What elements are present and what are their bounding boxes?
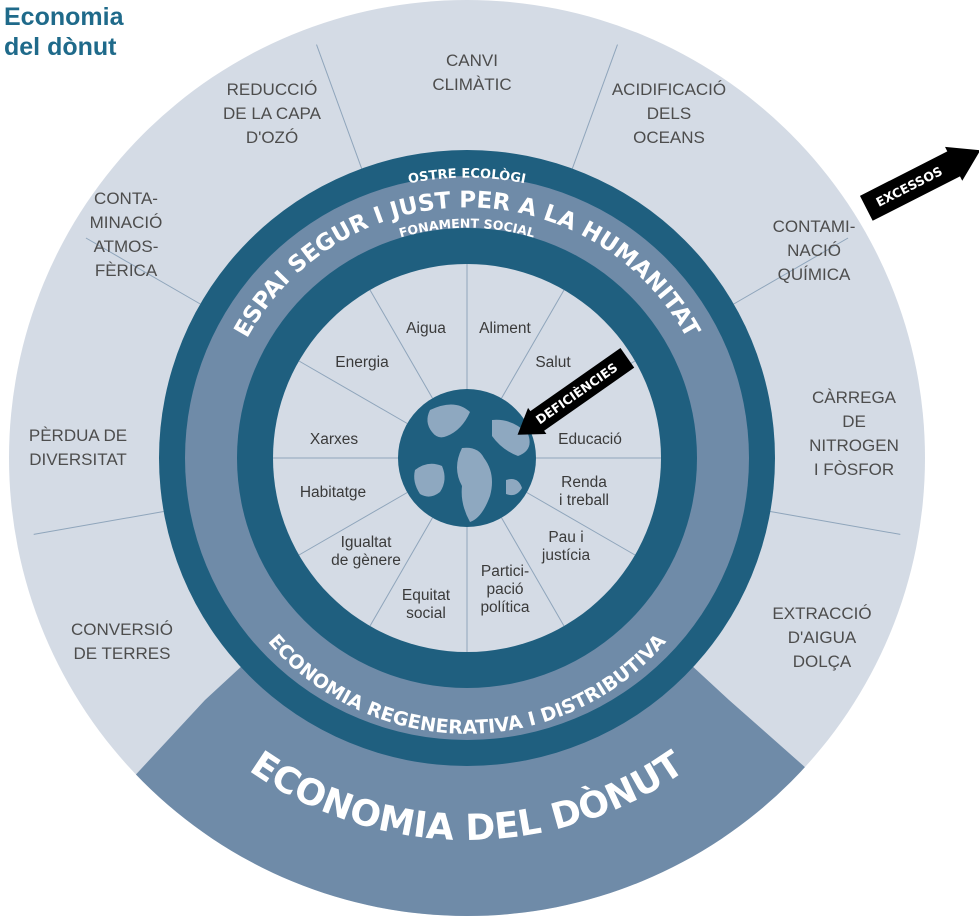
ceiling-label-biodiversity: PÈRDUA DE DIVERSITAT bbox=[29, 426, 127, 469]
ceiling-label-air-line: MINACIÓ bbox=[90, 213, 163, 232]
page-title: Economia del dònut bbox=[4, 2, 123, 62]
divider-line bbox=[33, 510, 164, 535]
foundation-label-income-line: Renda bbox=[561, 474, 607, 491]
foundation-label-income-line: i treball bbox=[559, 492, 609, 509]
ceiling-label-freshwater: EXTRACCIÓ D'AIGUA DOLÇA bbox=[772, 604, 871, 671]
ceiling-label-ocean-line: OCEANS bbox=[633, 128, 705, 147]
ecological-ceiling-labels: CANVI CLIMÀTIC ACIDIFICACIÓ DELS OCEANS CONTA… bbox=[29, 51, 899, 671]
ceiling-label-nitrogen: CÀRREGA DE NITROGEN I FÒSFOR bbox=[809, 388, 899, 479]
divider-line bbox=[369, 289, 433, 399]
ceiling-label-chemical-line: QUÍMICA bbox=[778, 265, 851, 284]
ceiling-label-air-line: CONTA- bbox=[94, 189, 158, 208]
ceiling-label-chemical: CONTAMI- NACIÓ QUÍMICA bbox=[773, 217, 856, 284]
divider-line bbox=[733, 237, 849, 305]
foundation-label-political-line: política bbox=[480, 599, 529, 616]
foundation-label-food: Aliment bbox=[479, 320, 531, 337]
ceiling-label-ocean: ACIDIFICACIÓ DELS OCEANS bbox=[612, 80, 726, 147]
page-title-line2: del dònut bbox=[4, 33, 117, 61]
divider-line bbox=[770, 510, 901, 535]
foundation-label-peace-line: justícia bbox=[541, 547, 591, 564]
foundation-label-social-equity-line: Equitat bbox=[402, 587, 451, 604]
ceiling-label-biodiversity-line: PÈRDUA DE bbox=[29, 426, 127, 445]
ceiling-label-chemical-line: CONTAMI- bbox=[773, 217, 856, 236]
ceiling-label-nitrogen-line: CÀRREGA bbox=[812, 388, 897, 407]
ceiling-label-ocean-line: DELS bbox=[647, 104, 691, 123]
page-title-line1: Economia bbox=[4, 3, 124, 31]
ceiling-label-freshwater-line: EXTRACCIÓ bbox=[772, 604, 871, 623]
foundation-label-gender-line: Igualtat bbox=[341, 534, 393, 551]
ceiling-label-nitrogen-line: NITROGEN bbox=[809, 436, 899, 455]
ceiling-label-ozone: REDUCCIÓ DE LA CAPA D'OZÓ bbox=[223, 80, 322, 147]
divider-line bbox=[298, 492, 408, 556]
ceiling-label-freshwater-line: DOLÇA bbox=[793, 652, 852, 671]
foundation-label-water: Aigua bbox=[406, 320, 446, 337]
foundation-label-energy-line: Energia bbox=[335, 354, 389, 371]
foundation-label-housing: Habitatge bbox=[300, 484, 366, 501]
ceiling-label-ozone-line: DE LA CAPA bbox=[223, 104, 322, 123]
foundation-label-political-line: Partici- bbox=[481, 563, 529, 580]
divider-line bbox=[85, 237, 201, 305]
divider-line bbox=[526, 492, 636, 556]
foundation-label-education: Educació bbox=[558, 431, 622, 448]
foundation-label-peace-line: Pau i bbox=[548, 529, 583, 546]
foundation-label-political-line: pació bbox=[486, 581, 523, 598]
foundation-label-water-line: Aigua bbox=[406, 320, 446, 337]
ceiling-label-land-line: CONVERSIÓ bbox=[71, 620, 173, 639]
ceiling-label-biodiversity-line: DIVERSITAT bbox=[29, 450, 127, 469]
divider-line bbox=[369, 517, 433, 627]
foundation-label-education-line: Educació bbox=[558, 431, 622, 448]
foundation-label-food-line: Aliment bbox=[479, 320, 531, 337]
overshoot-arrow-shape bbox=[859, 146, 979, 221]
foundation-label-networks: Xarxes bbox=[310, 431, 358, 448]
ceiling-label-land-line: DE TERRES bbox=[74, 644, 171, 663]
ceiling-label-land: CONVERSIÓ DE TERRES bbox=[71, 620, 173, 663]
divider-line bbox=[501, 517, 565, 627]
ceiling-label-ozone-line: REDUCCIÓ bbox=[227, 80, 318, 99]
ceiling-label-air-line: FÈRICA bbox=[95, 261, 158, 280]
foundation-label-housing-line: Habitatge bbox=[300, 484, 366, 501]
ceiling-label-air: CONTA- MINACIÓ ATMOS- FÈRICA bbox=[90, 189, 163, 280]
ceiling-label-freshwater-line: D'AIGUA bbox=[788, 628, 857, 647]
ceiling-label-air-line: ATMOS- bbox=[94, 237, 159, 256]
ceiling-label-climate-line: CANVI bbox=[446, 51, 498, 70]
ceiling-label-chemical-line: NACIÓ bbox=[787, 241, 841, 260]
globe-icon bbox=[398, 389, 536, 527]
foundation-label-energy: Energia bbox=[335, 354, 389, 371]
ceiling-label-ozone-line: D'OZÓ bbox=[246, 128, 298, 147]
shortfall-arrow-shape bbox=[517, 348, 635, 435]
overshoot-arrow: EXCESSOS bbox=[859, 146, 979, 221]
foundation-label-health: Salut bbox=[535, 354, 571, 371]
divider-line bbox=[316, 44, 363, 169]
ceiling-label-nitrogen-line: DE bbox=[842, 412, 866, 431]
ceiling-label-climate-line: CLIMÀTIC bbox=[432, 75, 511, 94]
divider-line bbox=[571, 44, 618, 169]
foundation-label-social-equity-line: social bbox=[406, 605, 446, 622]
ceiling-label-nitrogen-line: I FÒSFOR bbox=[814, 460, 894, 479]
divider-line bbox=[298, 360, 408, 424]
foundation-label-gender-line: de gènere bbox=[331, 552, 401, 569]
foundation-label-health-line: Salut bbox=[535, 354, 571, 371]
ceiling-label-ocean-line: ACIDIFICACIÓ bbox=[612, 80, 726, 99]
divider-line bbox=[501, 289, 565, 399]
ceiling-label-climate: CANVI CLIMÀTIC bbox=[432, 51, 511, 94]
foundation-label-networks-line: Xarxes bbox=[310, 431, 358, 448]
